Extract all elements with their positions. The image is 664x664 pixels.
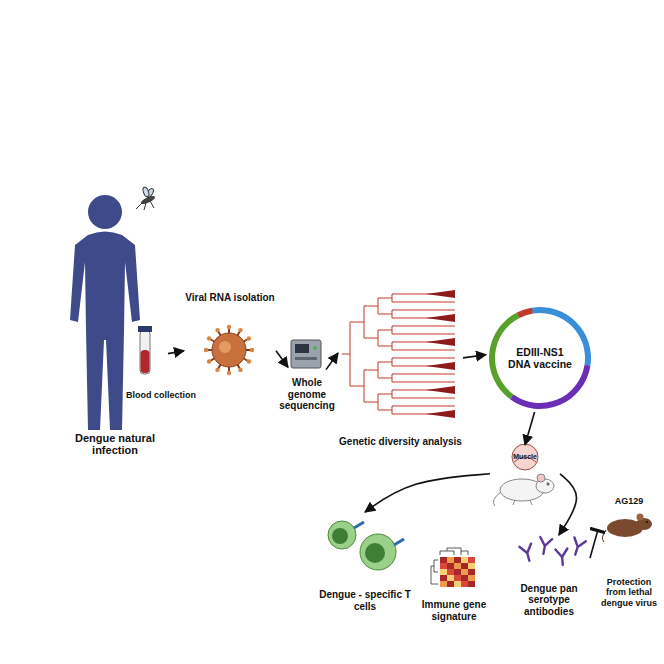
flow-arrow xyxy=(590,530,598,558)
phylogenetic-tree xyxy=(342,290,455,418)
step-label: Dengue natural infection xyxy=(62,432,168,457)
step-label: Protection from lethal dengue virus xyxy=(598,577,660,608)
flow-arrow xyxy=(525,412,535,445)
sequencer-machine xyxy=(291,340,321,368)
white-mouse xyxy=(493,474,554,506)
flow-arrow xyxy=(559,474,577,535)
step-node: Viral RNA isolation xyxy=(184,292,276,376)
virus-particle xyxy=(204,325,254,375)
heatmap xyxy=(431,548,475,587)
ag129-mouse xyxy=(602,514,652,543)
step-label: Whole genome sequencing xyxy=(272,377,342,412)
step-label: Immune gene signature xyxy=(418,599,490,622)
flow-arrow xyxy=(326,353,338,370)
step-node: Dengue - specific T cells xyxy=(318,512,412,612)
flow-arrow xyxy=(168,351,184,354)
step-label: Muscle xyxy=(513,453,537,461)
step-node: Dengue pan serotype antibodies xyxy=(508,535,590,617)
step-node: Dengue natural infection xyxy=(62,185,168,457)
mosquito-icon xyxy=(136,186,155,210)
step-node: AG129Protection from lethal dengue virus xyxy=(598,496,660,608)
step-label: Genetic diversity analysis xyxy=(339,436,462,448)
t-cell-icons xyxy=(328,521,404,570)
antibody-icons xyxy=(519,537,585,565)
step-label: Viral RNA isolation xyxy=(185,292,274,304)
step-node: Genetic diversity analysis xyxy=(338,285,463,447)
step-node: Muscle xyxy=(490,445,560,509)
flow-arrow xyxy=(276,351,288,368)
step-label: Dengue - specific T cells xyxy=(318,589,412,612)
flow-arrow xyxy=(463,355,486,358)
step-label: EDIII-NS1 DNA vaccine xyxy=(506,346,574,370)
flow-arrow xyxy=(365,474,490,512)
step-label: AG129 xyxy=(615,496,644,506)
muscle-icon xyxy=(512,444,538,470)
step-label: Dengue pan serotype antibodies xyxy=(508,583,590,618)
step-note: Blood collection xyxy=(126,390,196,400)
step-node: Whole genome sequencing xyxy=(288,335,326,412)
step-node: Immune gene signature xyxy=(418,548,490,622)
step-node: EDIII-NS1 DNA vaccine xyxy=(486,304,594,412)
blood-tube xyxy=(138,326,152,374)
